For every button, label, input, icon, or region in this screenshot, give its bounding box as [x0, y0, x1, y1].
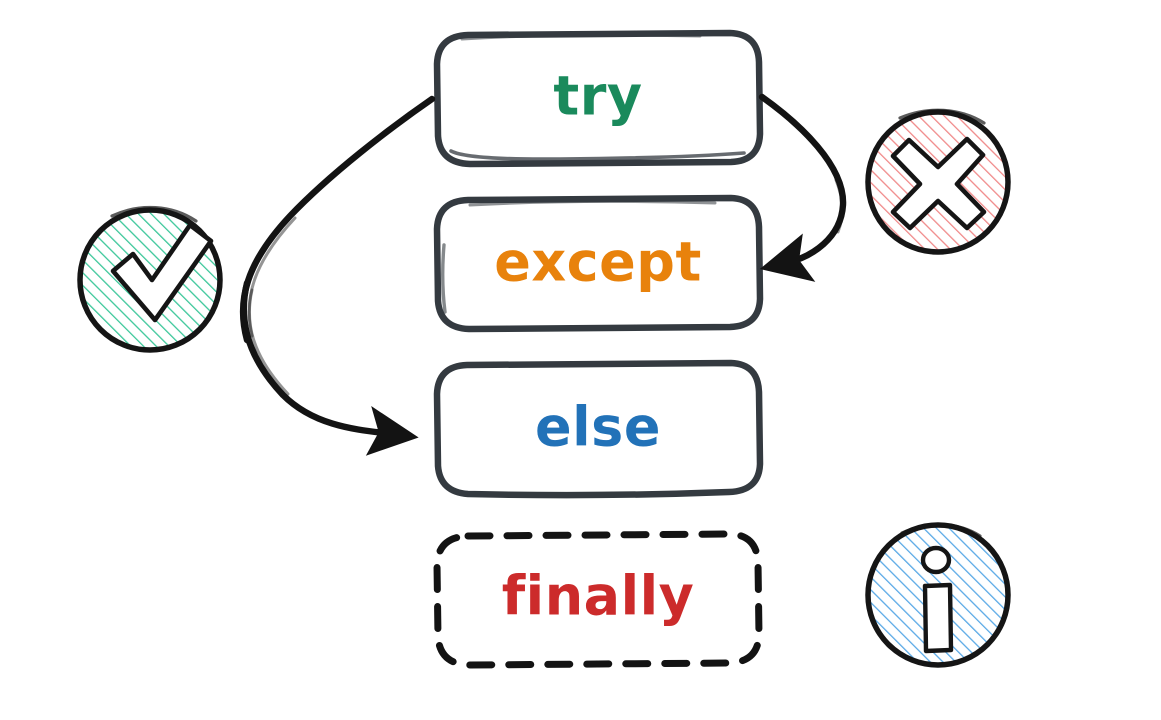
- node-else-label: else: [535, 396, 661, 459]
- check-circle-ring: [77, 207, 223, 353]
- node-else[interactable]: else: [433, 359, 764, 499]
- info-glyph-dot: [920, 545, 952, 575]
- node-finally-label: finally: [502, 565, 695, 628]
- edge-success-to-try-line-ghost: [247, 216, 297, 338]
- edge-try-to-except-line-ghost: [834, 178, 844, 234]
- check-glyph: [110, 222, 214, 323]
- node-try-border-sketch: [449, 149, 746, 161]
- node-try-border-sketch2: [460, 33, 702, 41]
- node-except[interactable]: except: [433, 194, 764, 333]
- node-except-border-sketch: [441, 243, 447, 314]
- edge-success-to-else-line: [240, 279, 419, 456]
- edge-success-to-else: [240, 279, 419, 456]
- x-circle-ring: [865, 109, 1011, 255]
- node-try-label: try: [553, 65, 642, 128]
- edge-try-to-except: [758, 93, 847, 282]
- info-circle-icon[interactable]: [865, 522, 1011, 668]
- node-finally-border: [433, 530, 763, 669]
- edge-try-to-except-line: [758, 93, 847, 282]
- edge-success-to-else-line-ghost: [247, 288, 290, 396]
- x-glyph: [890, 136, 987, 231]
- node-try[interactable]: try: [433, 29, 764, 168]
- node-except-border-sketch2: [468, 199, 717, 207]
- info-glyph-stem: [922, 582, 954, 654]
- edge-success-to-try: [239, 95, 436, 344]
- node-finally[interactable]: finally: [433, 530, 763, 669]
- check-circle-icon[interactable]: [77, 205, 223, 353]
- node-except-border: [433, 194, 764, 333]
- info-circle-ring-sketch: [900, 523, 982, 538]
- x-circle-icon[interactable]: [865, 108, 1011, 255]
- edge-success-to-try-line: [239, 95, 436, 344]
- node-else-border: [433, 359, 764, 499]
- node-try-border: [433, 29, 764, 168]
- node-except-label: except: [494, 231, 702, 294]
- x-circle-ring-sketch: [898, 108, 986, 125]
- check-circle-ring-sketch: [110, 205, 198, 223]
